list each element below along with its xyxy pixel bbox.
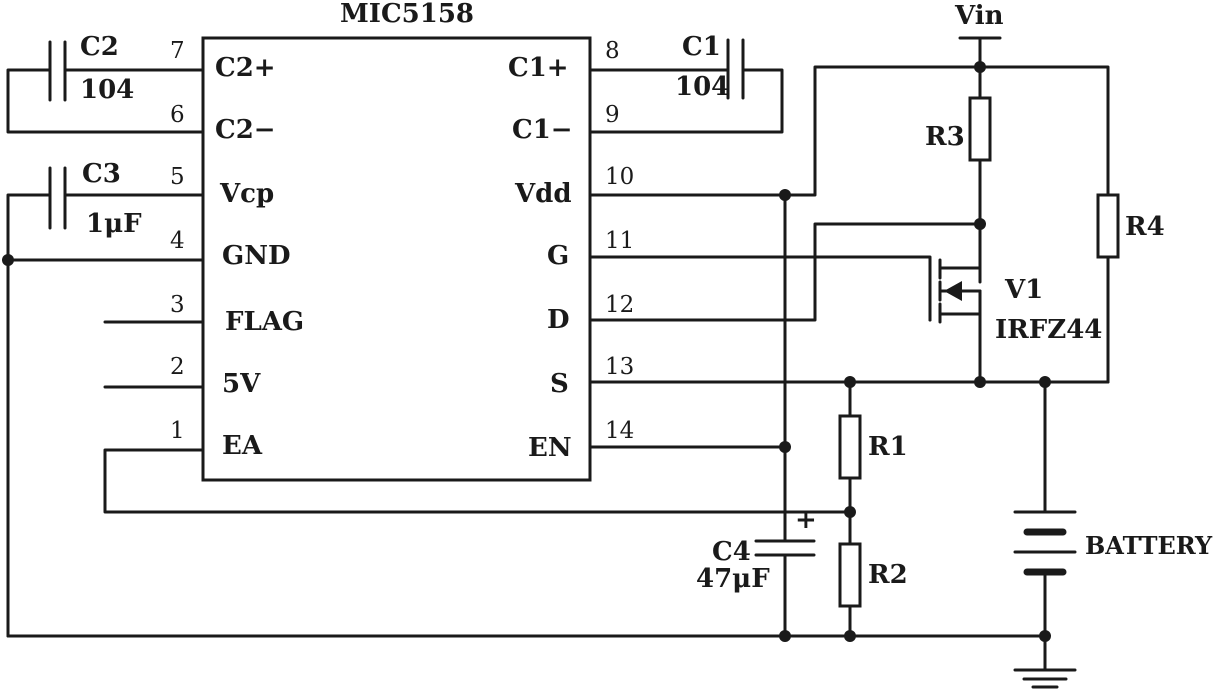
battery-label: BATTERY bbox=[1085, 531, 1213, 560]
ic-pin-number-7: 7 bbox=[170, 38, 185, 64]
c1-name: C1 bbox=[682, 32, 721, 62]
junction-vin bbox=[974, 61, 986, 73]
junction-r2-ground bbox=[844, 630, 856, 642]
ic-pin-label-s: S bbox=[550, 369, 569, 399]
ic-pin-number-8: 8 bbox=[605, 38, 620, 64]
ic-pin-label-vdd: Vdd bbox=[514, 179, 572, 209]
c1-value: 104 bbox=[675, 72, 729, 102]
junction-en bbox=[779, 441, 791, 453]
junction-c4-ground bbox=[779, 630, 791, 642]
junction-battery-ground bbox=[1039, 630, 1051, 642]
ic-pin-number-3: 3 bbox=[170, 292, 185, 318]
ic-pin-label-en: EN bbox=[528, 433, 572, 463]
c4-value: 47μF bbox=[696, 564, 770, 594]
wire-c1-loop bbox=[588, 68, 784, 134]
ic-pin-label-flag: FLAG bbox=[225, 307, 304, 337]
ic-pin-label-d: D bbox=[547, 305, 570, 335]
wire-vdd-pin10 bbox=[588, 65, 1110, 197]
junction-gnd-rail bbox=[2, 254, 14, 266]
ic-pin-label-c1plus: C1+ bbox=[508, 53, 569, 83]
mosfet-arrow bbox=[944, 281, 962, 301]
ic-pin-label-c2plus: C2+ bbox=[215, 53, 276, 83]
ic-pin-number-10: 10 bbox=[605, 164, 634, 190]
ic-pin-label-c1minus: C1− bbox=[512, 115, 573, 145]
ic-pin-number-14: 14 bbox=[605, 418, 634, 444]
v1-part: IRFZ44 bbox=[995, 315, 1102, 345]
resistor-r1 bbox=[838, 414, 862, 480]
ic-pin-number-4: 4 bbox=[170, 228, 185, 254]
ic-pin-number-11: 11 bbox=[605, 228, 634, 254]
resistor-r3 bbox=[968, 96, 992, 162]
ic-pin-number-6: 6 bbox=[170, 102, 185, 128]
ic-body bbox=[201, 36, 592, 482]
ic-pin-label-ea: EA bbox=[222, 431, 263, 461]
ic-pin-number-2: 2 bbox=[170, 354, 185, 380]
resistor-r2 bbox=[838, 542, 862, 608]
junction-drain bbox=[974, 218, 986, 230]
v1-name: V1 bbox=[1004, 275, 1043, 305]
c4-name: C4 bbox=[712, 537, 751, 567]
junction-divider bbox=[844, 506, 856, 518]
ic-pin-number-12: 12 bbox=[605, 292, 634, 318]
c3-value: 1μF bbox=[86, 209, 142, 239]
ic-pin-label-c2minus: C2− bbox=[215, 115, 276, 145]
ic-pin-label-vcp: Vcp bbox=[219, 179, 274, 209]
vin-label: Vin bbox=[954, 1, 1004, 31]
ic-pin-number-5: 5 bbox=[170, 164, 185, 190]
ic-pin-label-g: G bbox=[547, 241, 569, 271]
ic-name: MIC5158 bbox=[340, 0, 474, 29]
resistor-r4 bbox=[1096, 193, 1120, 259]
c2-value: 104 bbox=[80, 75, 134, 105]
ic-pin-number-9: 9 bbox=[605, 102, 620, 128]
ic-pin-label-5v: 5V bbox=[222, 369, 261, 399]
wire-ea-feedback bbox=[103, 448, 852, 514]
r4-name: R4 bbox=[1125, 212, 1165, 242]
r2-name: R2 bbox=[868, 560, 908, 590]
ic-pin-number-1: 1 bbox=[170, 418, 185, 444]
c4-plus-sign: + bbox=[795, 505, 817, 535]
wire-gate-pin11 bbox=[588, 255, 932, 322]
r3-name: R3 bbox=[925, 122, 965, 152]
c2-name: C2 bbox=[80, 32, 119, 62]
r1-name: R1 bbox=[868, 432, 908, 462]
wire-drain-pin12 bbox=[588, 222, 982, 322]
wire-c2-loop bbox=[6, 68, 205, 134]
ic-pin-label-gnd: GND bbox=[222, 241, 291, 271]
wire-c3-rail bbox=[6, 193, 52, 638]
c3-name: C3 bbox=[82, 159, 121, 189]
ic-pin-number-13: 13 bbox=[605, 354, 634, 380]
